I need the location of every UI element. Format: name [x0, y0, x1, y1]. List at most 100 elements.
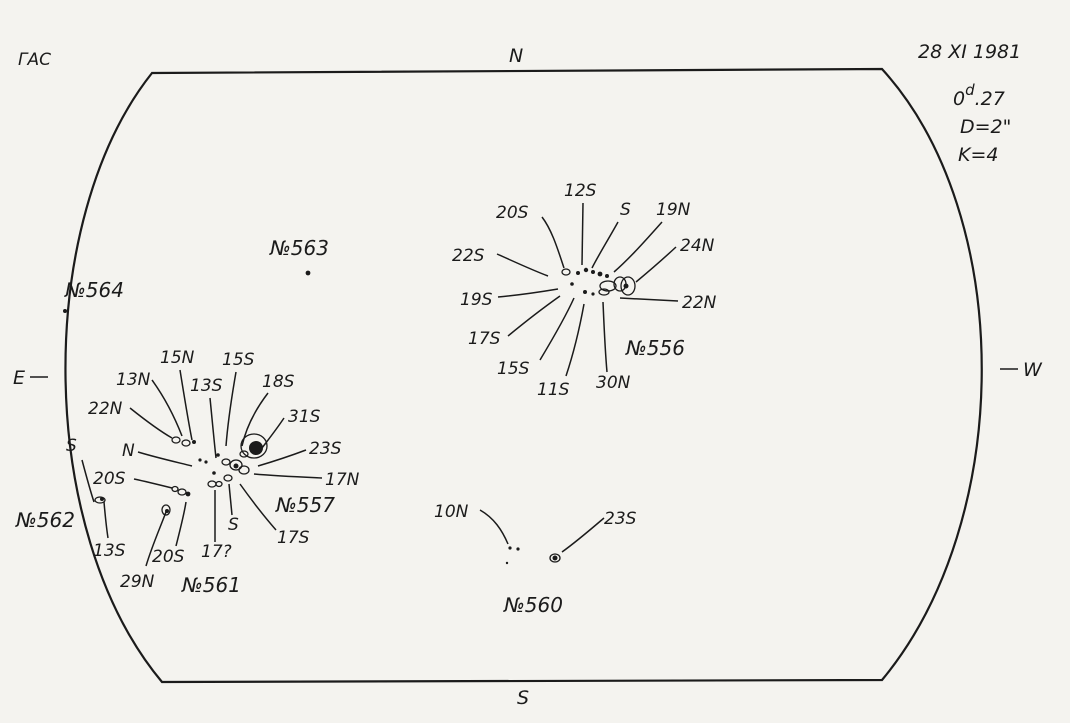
spot — [583, 290, 587, 294]
spot — [240, 433, 268, 459]
spot — [161, 504, 171, 516]
region-560-label: №560 — [503, 593, 563, 617]
label-557-17n: 17N — [325, 470, 360, 490]
label-556-s: S — [620, 200, 631, 220]
label-560-10n: 10N — [434, 502, 469, 522]
leader-556-22s — [496, 253, 549, 277]
spot — [192, 440, 196, 444]
spot — [583, 267, 589, 273]
leader-13n — [151, 379, 183, 437]
leader-556-15s — [539, 297, 575, 361]
region-564-label: №564 — [64, 278, 124, 302]
spot — [221, 458, 231, 466]
spot — [516, 547, 520, 551]
spot — [229, 459, 243, 471]
leader-556-30n — [602, 301, 608, 373]
leader-23s — [257, 449, 307, 467]
disk-frame — [64, 67, 983, 684]
label-560-23s: 23S — [604, 509, 637, 529]
region-563-label: №563 — [269, 236, 329, 260]
label-557-n: N — [122, 441, 135, 461]
leader-s-562 — [81, 459, 95, 503]
spot — [552, 555, 558, 561]
spot — [623, 283, 629, 289]
label-556-12s: 12S — [564, 181, 597, 201]
label-556-22s: 22S — [452, 246, 485, 266]
label-561-20s-b: 20S — [152, 547, 185, 567]
spot — [549, 553, 561, 563]
north-label: N — [509, 45, 523, 67]
label-557-22n: 22N — [88, 399, 123, 419]
leader-556-19s — [497, 288, 559, 298]
spot — [165, 509, 169, 513]
leader-13s — [209, 397, 217, 459]
leader-22n — [129, 407, 173, 439]
label-562-13s: 13S — [93, 541, 126, 561]
spot — [576, 271, 580, 275]
leader-n — [137, 451, 193, 467]
label-557-17s: 17S — [277, 528, 310, 548]
region-564-group: №564 — [63, 278, 124, 313]
spot — [171, 485, 179, 493]
spot — [198, 458, 202, 462]
leader-556-24n — [635, 246, 677, 283]
spot — [171, 436, 181, 444]
label-556-15s: 15S — [497, 359, 530, 379]
spot — [508, 546, 512, 550]
leader-13s-562 — [103, 501, 109, 539]
region-562-label: №562 — [15, 508, 75, 532]
leader-556-17s — [507, 295, 561, 337]
label-557-15s: 15S — [222, 350, 255, 370]
leader-29n — [145, 511, 167, 567]
spot — [94, 496, 106, 504]
time-label: 0d.27 — [953, 81, 1005, 110]
spot — [620, 276, 636, 296]
spot — [249, 441, 263, 455]
leader-556-22n — [619, 297, 679, 302]
spot — [216, 453, 220, 457]
spot — [591, 292, 595, 296]
spot — [238, 465, 250, 475]
east-label: E — [13, 367, 25, 389]
region-557-label: №557 — [275, 493, 335, 517]
region-556-group: 20S 12S S 19N 24N 22S 19S 17S 15S 11S 30… — [452, 181, 717, 400]
label-556-17s: 17S — [468, 329, 501, 349]
leader-556-20s — [541, 216, 565, 269]
label-557-s-b: S — [228, 515, 239, 535]
spot — [561, 268, 571, 276]
label-557-23s: 23S — [309, 439, 342, 459]
spot — [591, 270, 595, 274]
spot — [100, 497, 104, 501]
label-557-13n: 13N — [116, 370, 151, 390]
spot — [63, 309, 67, 313]
leader-17s — [239, 483, 277, 531]
date-label: 28 XI 1981 — [918, 41, 1021, 63]
label-556-22n: 22N — [682, 293, 717, 313]
label-556-20s: 20S — [496, 203, 529, 223]
leader-556-11s — [565, 303, 585, 377]
region-563-group: №563 — [269, 236, 329, 276]
leader-15n — [179, 369, 193, 441]
leader-20s — [133, 478, 173, 489]
region-560-group: 10N 23S №560 — [434, 502, 637, 617]
spot — [185, 491, 191, 497]
leader-17n — [253, 473, 323, 479]
quality-label: K=4 — [958, 144, 998, 166]
west-label: W — [1023, 359, 1043, 381]
region-557-group: 15N 15S 13N 13S 18S 22N 31S N 23S 17N 20… — [15, 348, 360, 597]
label-562-s: S — [66, 436, 77, 456]
spot — [204, 460, 208, 464]
spot — [599, 280, 617, 292]
leader-560-23s — [561, 517, 605, 553]
spot — [239, 450, 249, 458]
leader-31s — [261, 417, 285, 449]
spot — [305, 270, 311, 276]
spot — [223, 474, 233, 482]
leader-20s-561 — [175, 501, 187, 547]
spot — [207, 480, 217, 488]
label-556-24n: 24N — [680, 236, 715, 256]
label-557-31s: 31S — [288, 407, 321, 427]
leader-556-19n — [613, 221, 663, 273]
